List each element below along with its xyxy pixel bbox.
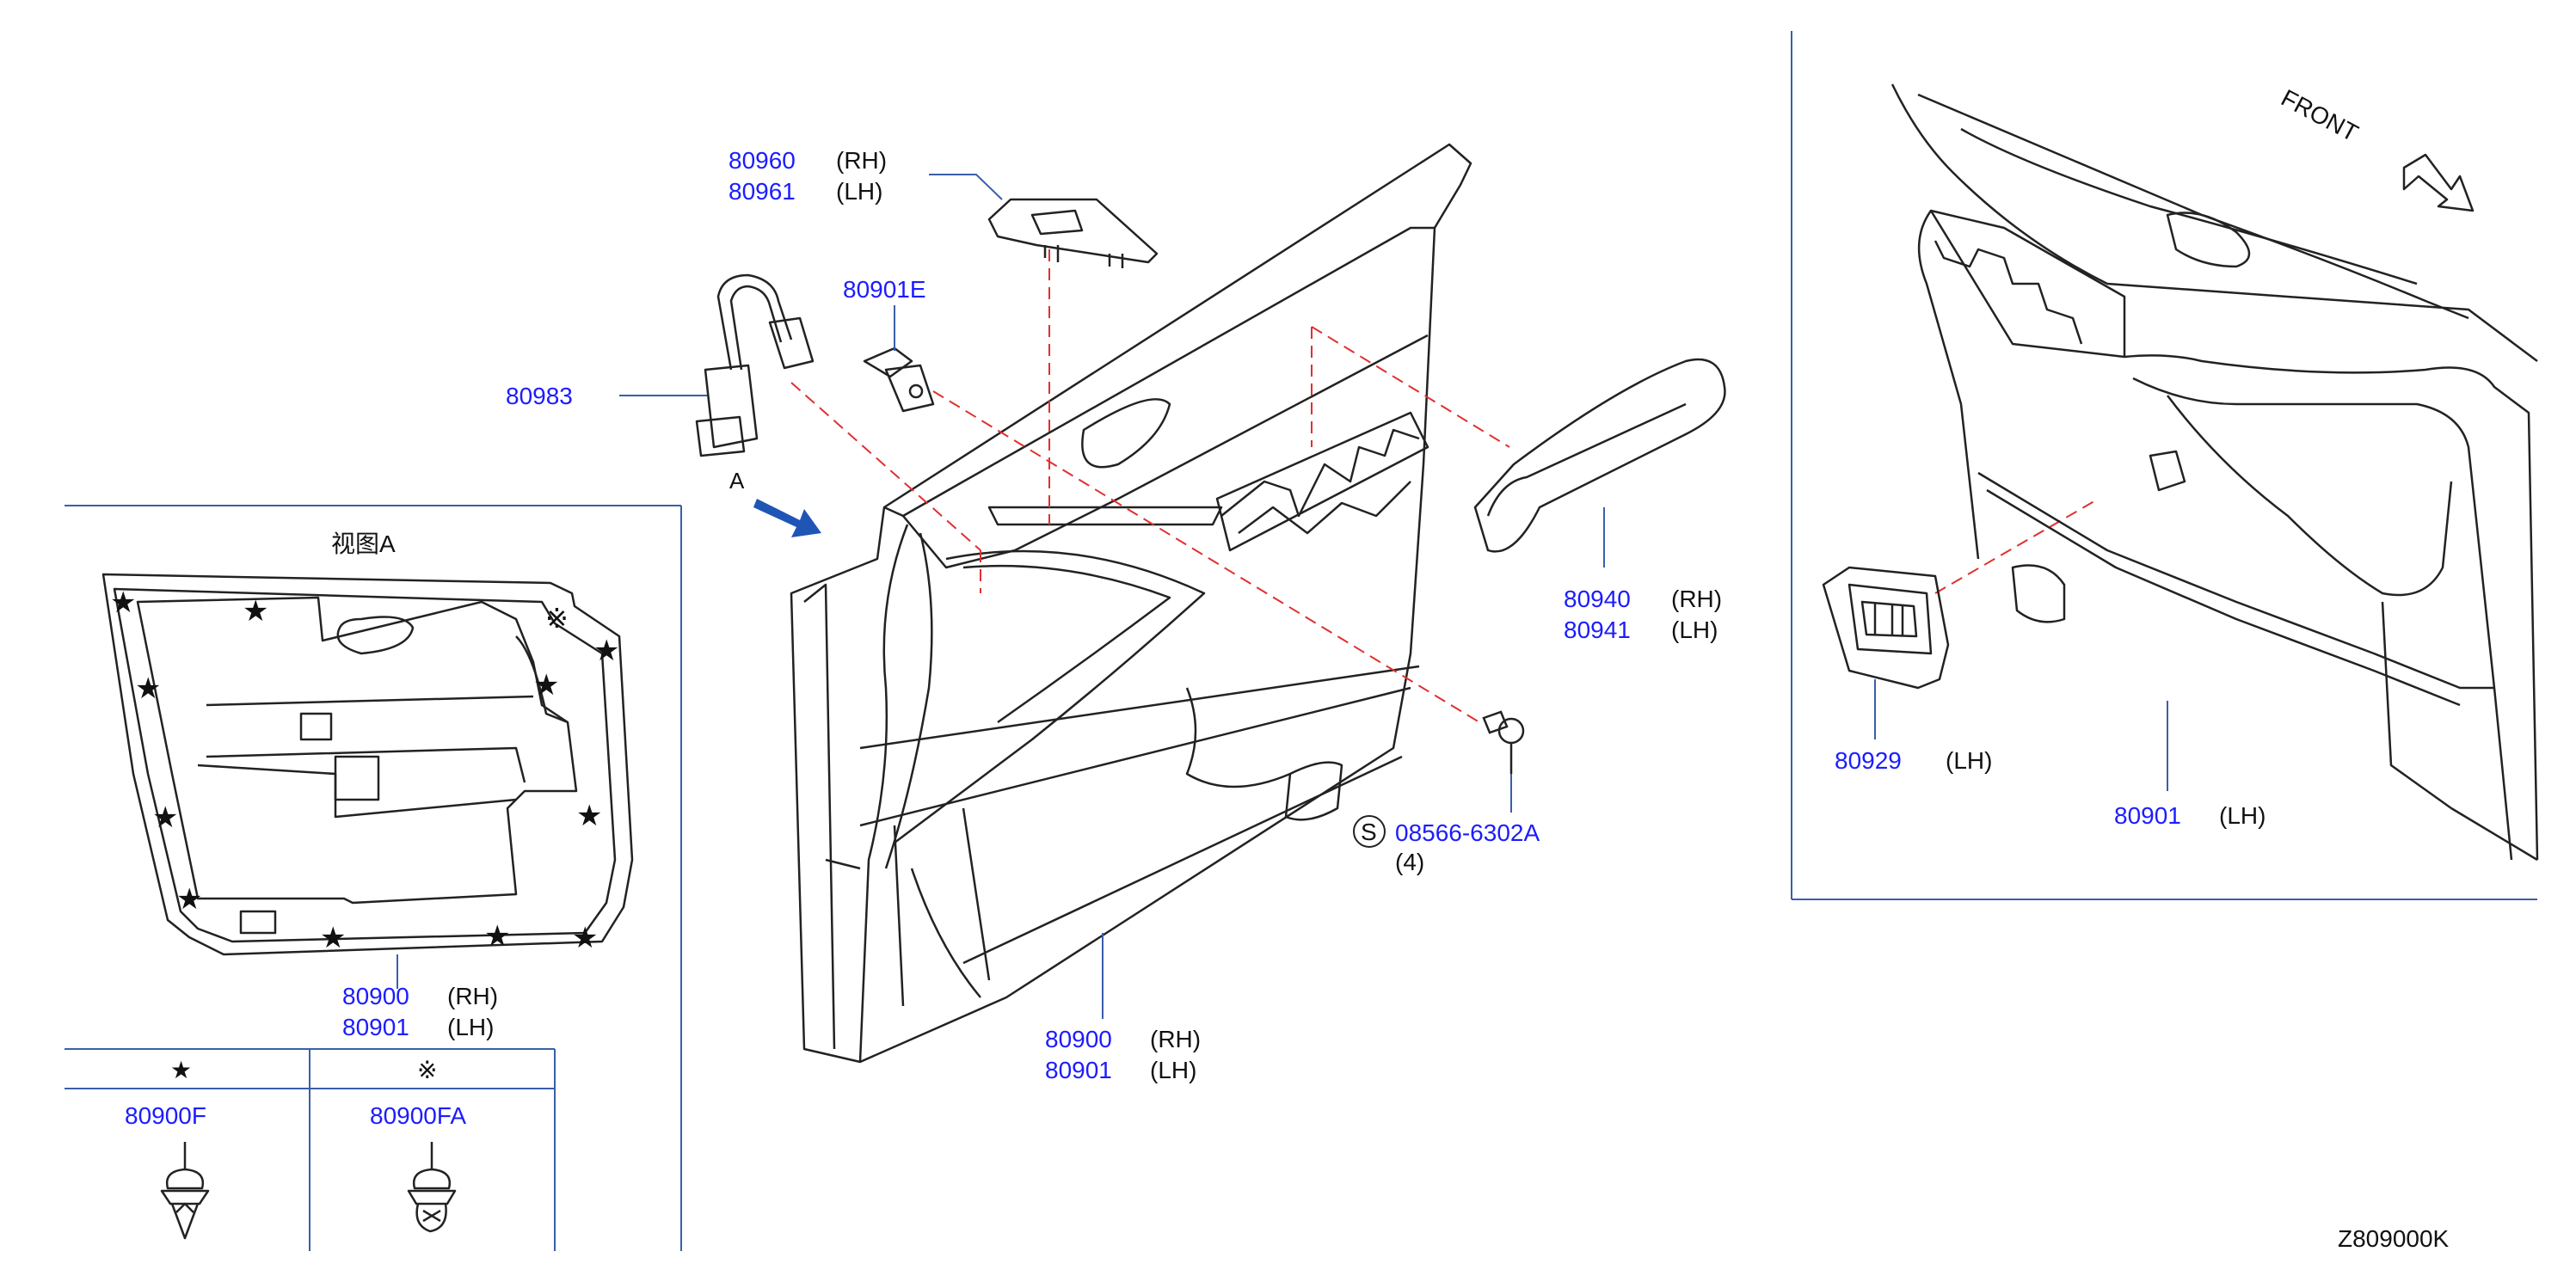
- svg-text:★: ★: [484, 920, 510, 953]
- trim-view-lh-side: (LH): [447, 1014, 494, 1040]
- trim-view-lh-part[interactable]: 80901: [342, 1014, 409, 1040]
- svg-text:★: ★: [152, 801, 178, 834]
- clip-kome-symbols: ※: [545, 603, 569, 634]
- leader-lines: [397, 174, 2168, 1019]
- clip-80900f-drawing: [160, 1142, 210, 1240]
- switch-bezel-rh-side: (RH): [836, 147, 887, 174]
- clip-star-symbols: ★ ★ ★ ★ ★ ★ ★ ★ ★ ★ ★: [110, 586, 619, 954]
- inset-door-lh: [1891, 83, 2539, 862]
- armrest-part: [1473, 358, 1726, 553]
- svg-text:★: ★: [243, 595, 268, 628]
- view-frame: [65, 505, 682, 1251]
- svg-text:※: ※: [545, 603, 569, 634]
- trim-main-rh-part[interactable]: 80900: [1045, 1026, 1112, 1052]
- clip-80900fa-part-number[interactable]: 80900FA: [370, 1102, 466, 1129]
- trim-main-lh-part[interactable]: 80901: [1045, 1057, 1112, 1083]
- screw-part: [1482, 710, 1525, 774]
- svg-text:★: ★: [576, 800, 602, 832]
- screw-part-number[interactable]: 08566-6302A: [1395, 819, 1540, 846]
- trim-main-rh-side: (RH): [1150, 1026, 1201, 1052]
- svg-text:★: ★: [320, 922, 346, 954]
- clip-80900f-part-number[interactable]: 80900F: [125, 1102, 206, 1129]
- svg-text:★: ★: [593, 635, 619, 667]
- front-label: FRONT: [2277, 84, 2363, 147]
- svg-text:★: ★: [135, 672, 161, 705]
- switch-bezel-rh-part[interactable]: 80960: [729, 147, 796, 174]
- front-arrow-icon: [2402, 153, 2475, 212]
- view-a-arrow: [753, 499, 821, 537]
- screw-symbol: S: [1361, 819, 1377, 845]
- door-trim-panel: [790, 143, 1472, 1064]
- inset-frame: [1791, 31, 2537, 900]
- inset-switch-part: [1822, 566, 1950, 690]
- svg-text:★: ★: [176, 883, 202, 916]
- trim-view-rh-side: (RH): [447, 983, 498, 1009]
- svg-text:★: ★: [110, 586, 136, 619]
- diagram-id: Z809000K: [2338, 1225, 2450, 1252]
- trim-view-rh-part[interactable]: 80900: [342, 983, 409, 1009]
- armrest-lh-side: (LH): [1671, 617, 1718, 643]
- inset-trim-side: (LH): [2219, 802, 2266, 829]
- inset-trim-part-number[interactable]: 80901: [2114, 802, 2181, 829]
- inset-switch-part-number[interactable]: 80929: [1835, 747, 1902, 774]
- svg-text:★: ★: [533, 669, 559, 702]
- clip-80901e-part: [863, 347, 935, 413]
- switch-bezel-part: [987, 198, 1159, 268]
- harness-part-number[interactable]: 80983: [506, 383, 573, 409]
- screw-symbol-circle: [1353, 815, 1386, 848]
- view-a-panel: [101, 573, 634, 956]
- table-kome-symbol: ※: [417, 1057, 437, 1083]
- view-a-title: 视图A: [331, 531, 396, 557]
- clip-80900fa-drawing: [407, 1142, 457, 1233]
- harness-part: [695, 273, 815, 457]
- armrest-lh-part[interactable]: 80941: [1564, 617, 1631, 643]
- switch-bezel-lh-part[interactable]: 80961: [729, 178, 796, 205]
- switch-bezel-lh-side: (LH): [836, 178, 882, 205]
- svg-text:★: ★: [572, 922, 598, 954]
- screw-quantity: (4): [1395, 849, 1424, 875]
- clip-80901e-part-number[interactable]: 80901E: [843, 276, 926, 303]
- view-a-arrow-label: A: [729, 468, 745, 494]
- inset-switch-side: (LH): [1946, 747, 1992, 774]
- table-star-symbol: ★: [170, 1057, 192, 1083]
- trim-main-lh-side: (LH): [1150, 1057, 1196, 1083]
- armrest-rh-part[interactable]: 80940: [1564, 586, 1631, 612]
- assembly-lines: [790, 249, 2100, 723]
- armrest-rh-side: (RH): [1671, 586, 1722, 612]
